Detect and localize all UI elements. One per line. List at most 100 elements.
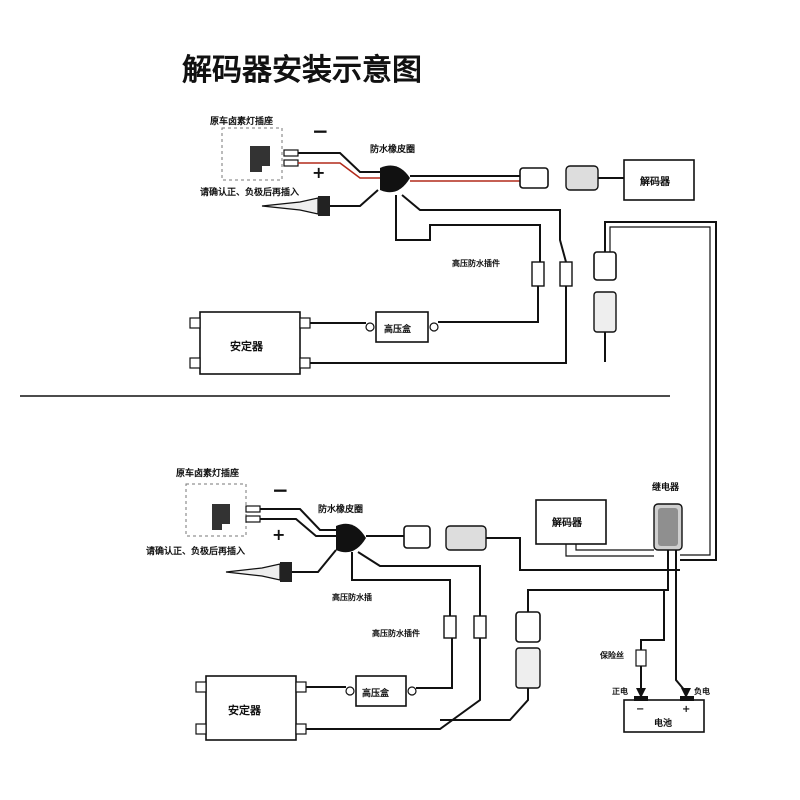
bottom-positive-label: 正电 (612, 686, 628, 696)
bottom-decoder-plug (445, 525, 487, 551)
top-diagram: 原车卤素灯插座 − + 请确认正、负极后再插入 防水橡皮圈 解码器 高压防水插件 (189, 115, 717, 561)
bottom-polarity-note: 请确认正、负极后再插入 (146, 545, 245, 557)
top-socket-pin-plus (283, 159, 299, 167)
bottom-fuse-label: 保险丝 (599, 650, 624, 660)
top-socket-wire-minus (298, 152, 380, 173)
bottom-grommet-label: 防水橡皮圈 (318, 503, 363, 515)
bottom-fuse-icon (635, 649, 647, 667)
bottom-harness-plug (403, 525, 431, 549)
top-ballast-label: 安定器 (230, 339, 264, 353)
bottom-hid-bulb-icon (225, 563, 281, 581)
top-power-plug-lower (593, 291, 617, 333)
top-socket-pin-minus (283, 149, 299, 157)
bottom-hv-box (355, 675, 407, 707)
top-decoder-plug (565, 165, 599, 191)
top-hv-box-lug-left (365, 322, 375, 332)
top-hv-connector-a (531, 261, 545, 287)
top-grommet-label: 防水橡皮圈 (370, 143, 415, 155)
bottom-power-plug-upper (515, 611, 541, 643)
bottom-plus-sign: + (272, 525, 285, 544)
top-halogen-socket-icon (250, 146, 270, 172)
bottom-relay-to-power-plug (527, 550, 669, 612)
bottom-hv-box-lug-left (345, 686, 355, 696)
top-hid-bulb-icon (261, 197, 319, 215)
bottom-ballast-tab-bl (195, 723, 207, 735)
top-branch-wire-1 (395, 195, 541, 262)
top-grommet-icon (380, 165, 410, 193)
bottom-battery-minus-sign: − (636, 704, 644, 715)
top-hvbox-to-connector (438, 286, 539, 323)
bottom-bulb-wire (292, 549, 337, 573)
bottom-bulb-base (280, 562, 292, 582)
top-harness-plug (519, 167, 549, 189)
bottom-hv-box-label: 高压盒 (362, 687, 390, 699)
top-ballast-tab-bl (189, 357, 201, 369)
top-bulb-socket-label: 原车卤素灯插座 (210, 115, 273, 127)
bottom-hv-plug-label: 高压防水插 (332, 592, 372, 602)
bottom-decoder-plug-to-relay (486, 537, 680, 571)
bottom-decoder-to-relay-a (565, 544, 654, 557)
top-hv-box (375, 311, 429, 343)
top-branch-wire-2 (401, 194, 567, 263)
bottom-battery-label: 电池 (654, 717, 672, 729)
top-bulb-base (318, 196, 330, 216)
top-bulb-wire (330, 189, 379, 207)
bottom-socket-pin-minus (245, 505, 261, 513)
bottom-hv-box-lug-right (407, 686, 417, 696)
diagram-title: 解码器安装示意图 (182, 53, 422, 88)
bottom-negative-label: 负电 (694, 686, 710, 696)
bottom-socket-pin-plus (245, 515, 261, 523)
top-to-bottom-link-outer (604, 221, 717, 561)
top-socket-wire-plus (298, 162, 380, 179)
bottom-branch-wire-1 (351, 552, 451, 616)
top-polarity-note: 请确认正、负极后再插入 (200, 186, 299, 198)
bottom-hv-connector-b (473, 615, 487, 639)
top-hv-connector-b (559, 261, 573, 287)
top-decoder-label: 解码器 (640, 175, 671, 188)
bottom-relay-to-battery-neg (675, 550, 687, 693)
bottom-hvbox-to-connector (416, 638, 453, 689)
bottom-relay-to-fuse (640, 590, 665, 650)
top-ballast-box (199, 311, 301, 375)
top-ballast-tab-tr (299, 317, 311, 329)
bottom-decoder-label: 解码器 (552, 516, 583, 529)
bottom-power-plug-lower (515, 647, 541, 689)
bottom-branch-wire-2 (357, 551, 481, 616)
top-power-plug-upper (593, 251, 617, 281)
top-to-bottom-link-inner (609, 226, 711, 556)
bottom-relay-shading (658, 508, 678, 546)
top-hv-box-label: 高压盒 (384, 323, 412, 335)
top-socket-frame (221, 127, 283, 181)
bottom-negative-arrow-icon (681, 688, 691, 698)
bottom-ballast-tab-tl (195, 681, 207, 693)
bottom-ballast-return (306, 638, 481, 730)
top-decoder-box (623, 159, 695, 201)
bottom-battery-box (623, 699, 705, 733)
bottom-grommet-icon (336, 523, 366, 553)
bottom-halogen-socket-icon (212, 504, 230, 530)
bottom-diagram: 原车卤素灯插座 − + 请确认正、负极后再插入 防水橡皮圈 解码器 继电器 保险… (146, 467, 710, 741)
top-plus-sign: + (312, 163, 325, 182)
bottom-ballast-label: 安定器 (228, 703, 262, 717)
bottom-battery-plus-sign: + (682, 704, 690, 715)
bottom-hv-connector-label: 高压防水插件 (372, 628, 420, 638)
bottom-minus-sign: − (272, 478, 289, 502)
bottom-ballast-tab-tr (295, 681, 307, 693)
top-ballast-tab-br (299, 357, 311, 369)
bottom-power-plug-tail (440, 688, 529, 721)
top-hv-box-lug-right (429, 322, 439, 332)
bottom-socket-wire-minus (260, 508, 336, 531)
bottom-ballast-tab-br (295, 723, 307, 735)
bottom-battery-terminal-positive (634, 696, 648, 701)
top-hv-connector-label: 高压防水插件 (452, 258, 500, 268)
bottom-positive-arrow-icon (636, 688, 646, 698)
bottom-relay-label: 继电器 (652, 481, 680, 493)
top-minus-sign: − (312, 119, 329, 143)
bottom-ballast-box (205, 675, 297, 741)
bottom-socket-wire-plus (260, 518, 336, 537)
bottom-hv-connector-a (443, 615, 457, 639)
top-ballast-tab-tl (189, 317, 201, 329)
bottom-battery-terminal-negative (680, 696, 694, 701)
bottom-decoder-to-relay-b (575, 544, 654, 551)
